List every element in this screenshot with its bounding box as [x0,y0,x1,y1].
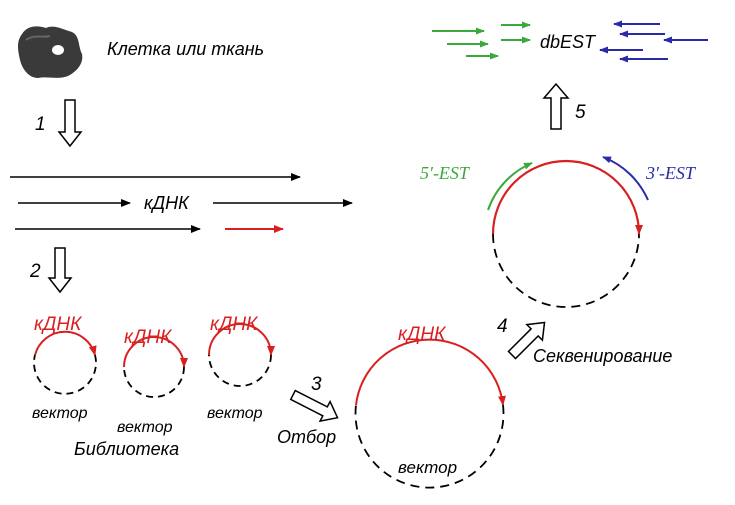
selection-label: Отбор [277,427,336,447]
plasmid-2-vector-label: вектор [117,419,173,436]
est5-reads-group [432,21,531,60]
step-2-arrow [47,247,73,294]
cell-label: Клетка или ткань [107,39,264,59]
step-1-arrow [57,99,83,148]
tissue-icon [18,26,83,78]
selected-clone-vector-label: вектор [398,458,457,477]
step-3-arrow [289,389,339,423]
est5-read-arrow [487,162,533,211]
dbest-label: dbEST [540,32,597,52]
sequenced-plasmid-vector [492,233,640,308]
est3-reads-group [599,20,708,63]
sequencing-label: Секвенирование [533,346,672,366]
plasmid-1-vector-label: вектор [32,405,88,422]
plasmid-3-vector [208,354,272,387]
step-4-arrow [507,321,546,360]
plasmid-2-vector [123,366,185,398]
plasmid-2-insert [123,336,188,368]
est5-label: 5′-EST [420,163,471,183]
step-4-label: 4 [497,316,508,337]
step-5-arrow [542,82,570,130]
sequenced-plasmid-insert [491,159,643,235]
plasmid-1-cdna-label: кДНК [34,314,83,335]
selected-clone-cdna-label: кДНК [398,324,447,345]
plasmid-1-insert [34,330,97,356]
step-1-label: 1 [35,114,46,135]
step-3-label: 3 [311,374,322,395]
plasmid-3-insert [208,323,275,356]
step-2-label: 2 [29,261,41,282]
library-label: Библиотека [74,439,179,459]
step-5-label: 5 [575,102,586,123]
selected-clone-vector [354,404,505,489]
est3-label: 3′-EST [645,163,697,183]
selected-clone-insert [355,338,506,406]
est3-read-arrow [602,156,649,201]
cdna-center-label: кДНК [144,193,190,213]
plasmid-3-vector-label: вектор [207,405,263,422]
plasmid-1-vector [33,354,97,395]
